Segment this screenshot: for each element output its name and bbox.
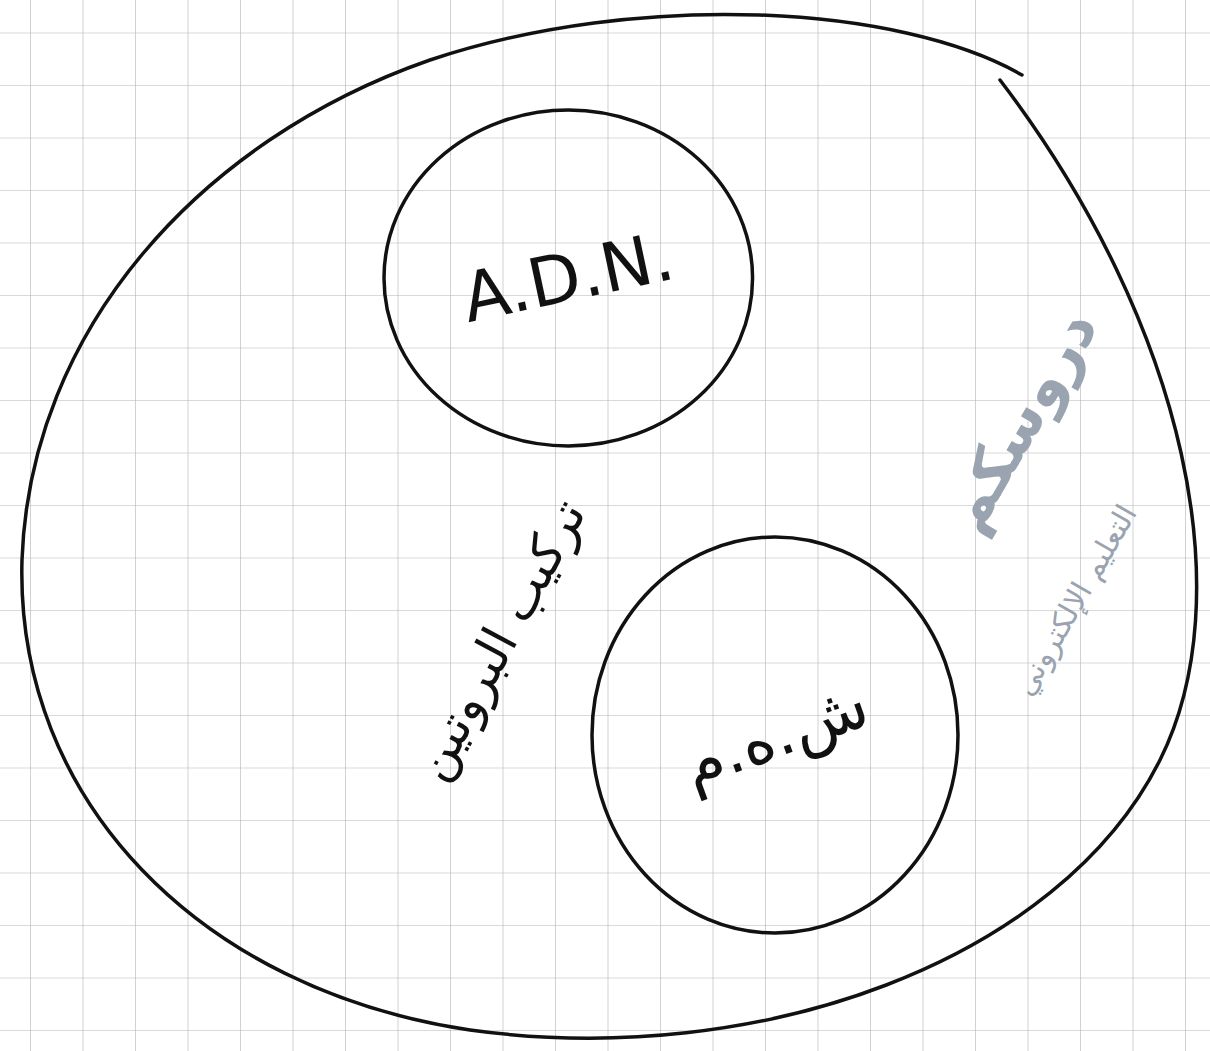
cell-membrane xyxy=(22,14,1197,1038)
organelle-ellipse: ش.ه.متركيب البروتين xyxy=(590,535,960,935)
ellipse-border xyxy=(384,110,753,446)
organelle-label: A.D.N. xyxy=(456,219,680,337)
ellipse-border xyxy=(592,537,958,933)
nucleus-ellipse: A.D.N. xyxy=(382,108,755,448)
organelle-label: ش.ه.م xyxy=(673,669,877,801)
watermark: التعليم الإلكتروني xyxy=(1007,499,1143,701)
watermark: دروسكم xyxy=(931,298,1110,542)
function-label: تركيب البروتين xyxy=(403,491,596,789)
